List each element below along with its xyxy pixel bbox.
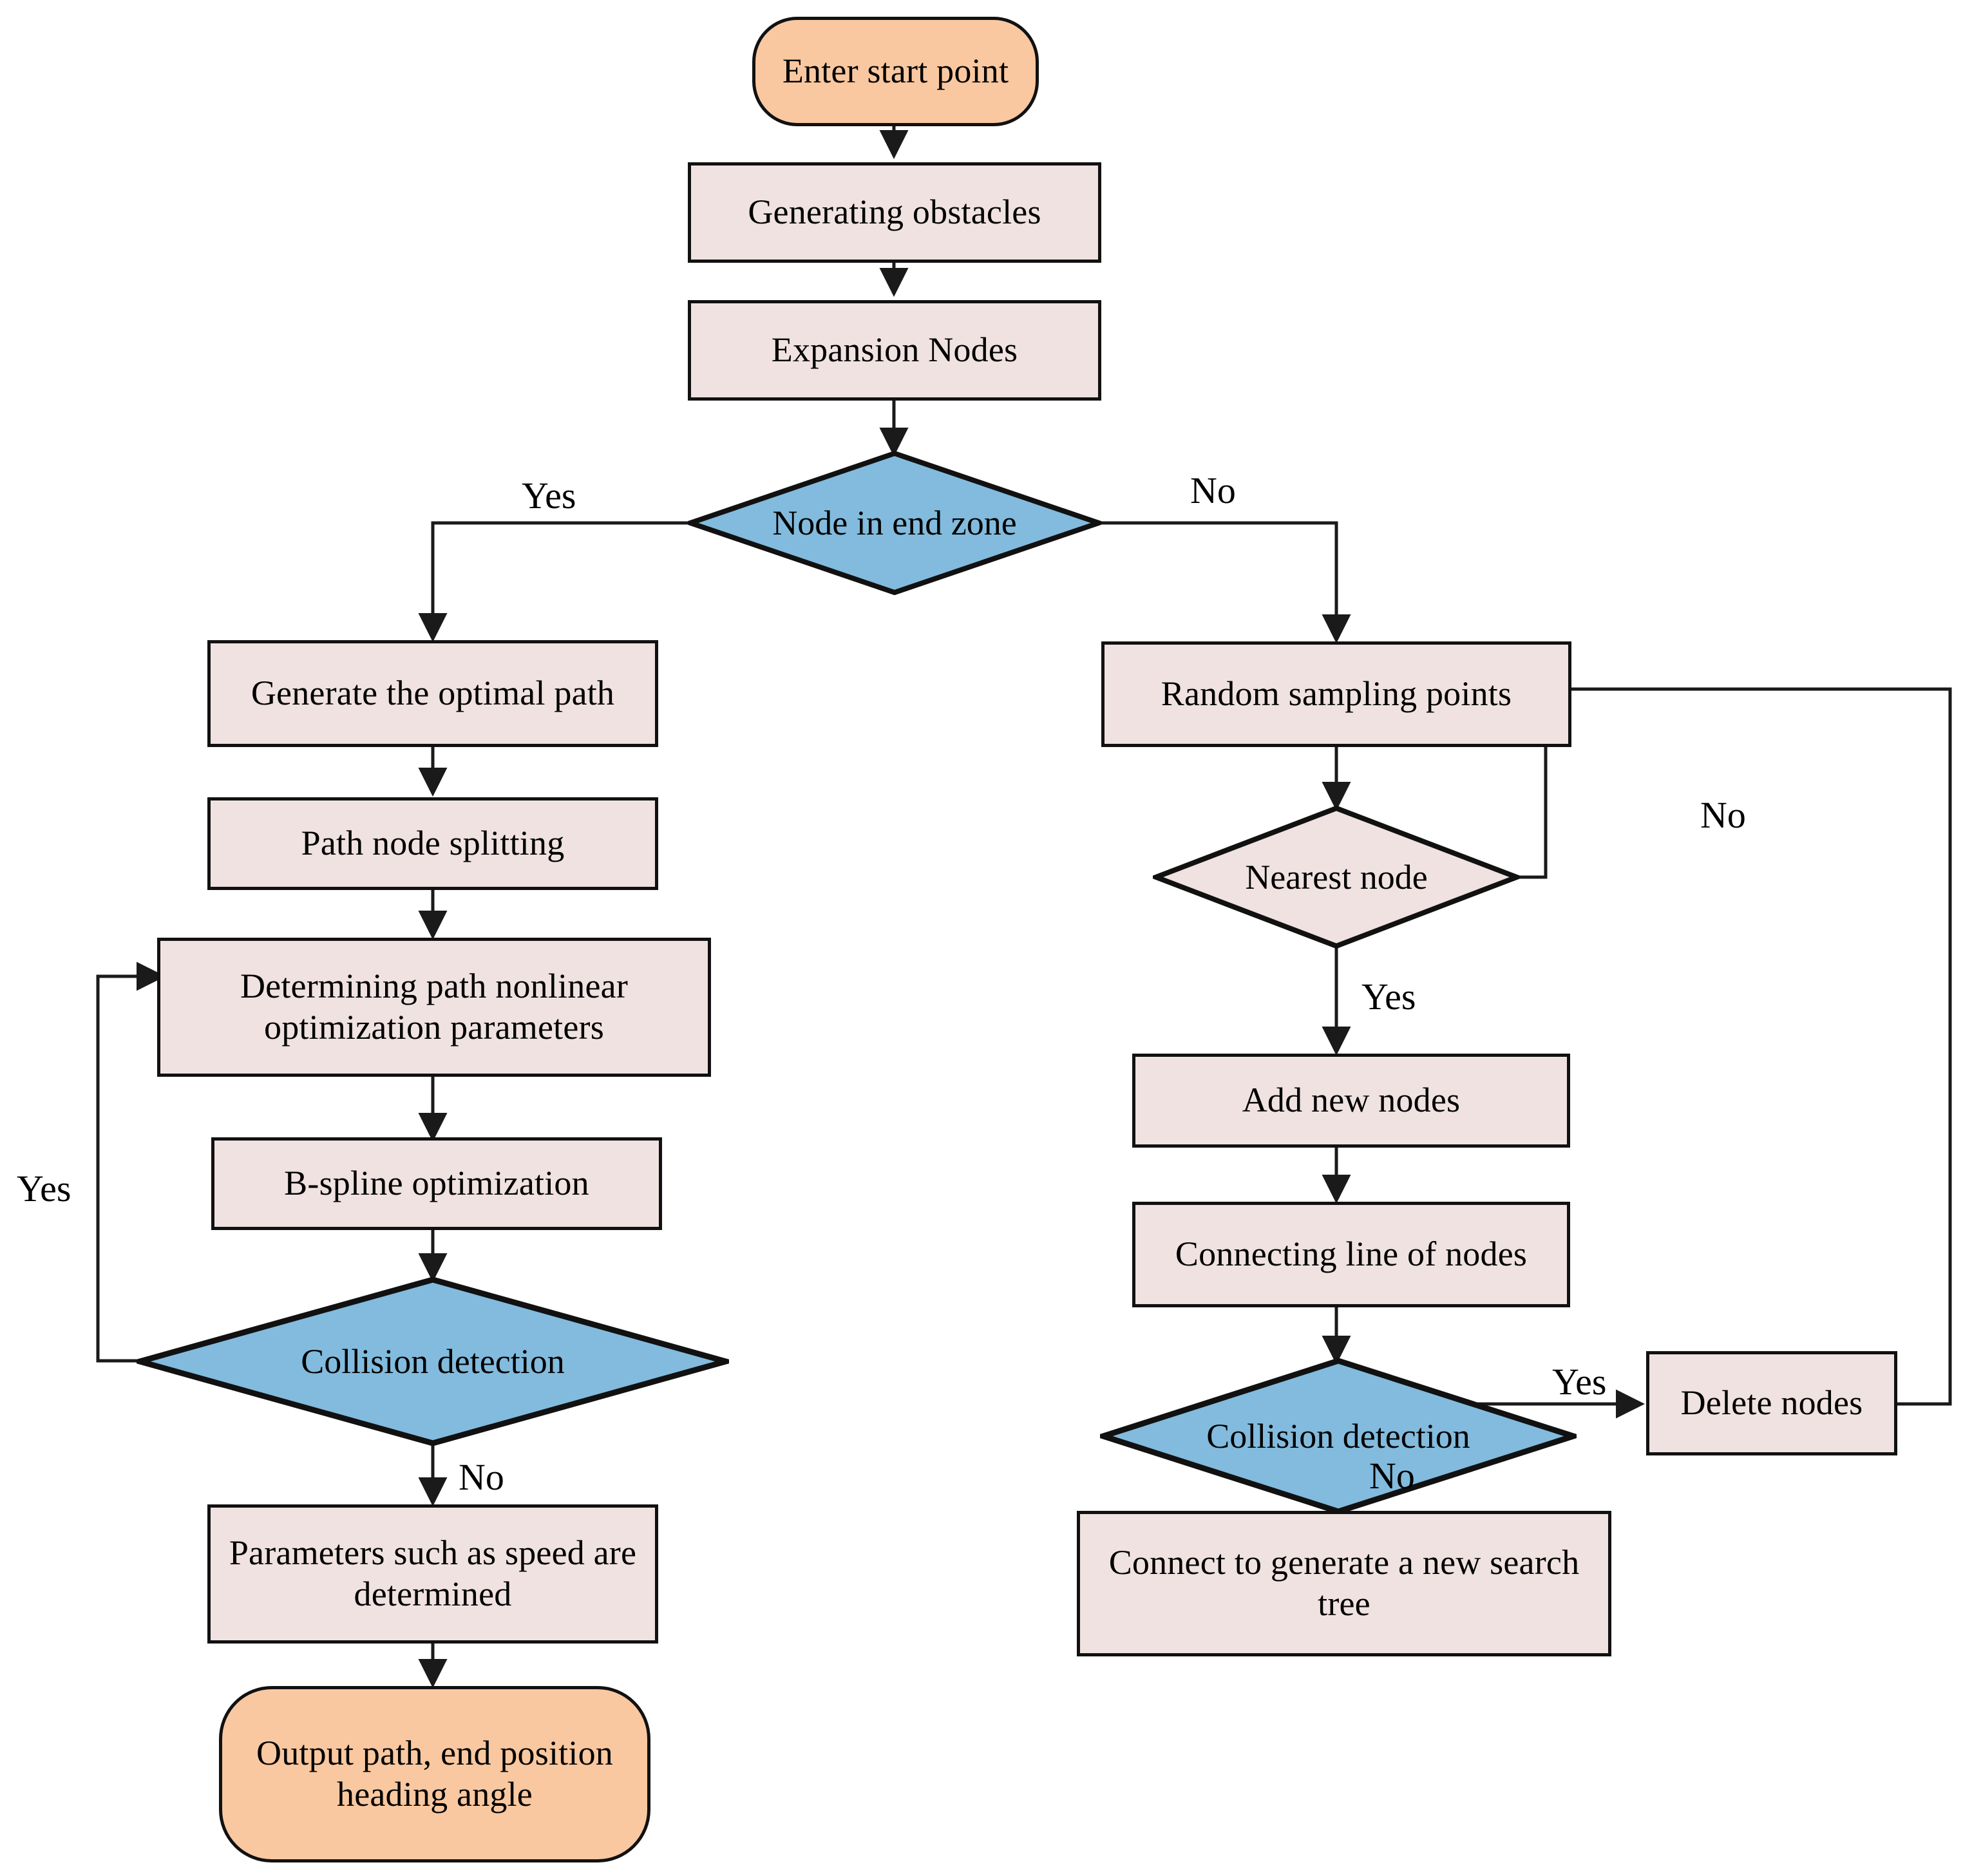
edge-label-end-zone-yes: Yes [522, 475, 576, 516]
node-label: Determining path nonlinear optimization … [240, 967, 629, 1047]
edge-label-collision-left-no: No [459, 1456, 504, 1498]
node-label: Connect to generate a new search tree [1108, 1543, 1580, 1623]
diamond-shape [1153, 805, 1520, 949]
process-determining-path-nonlinear-optimization-parameters[interactable]: Determining path nonlinear optimization … [157, 938, 711, 1077]
process-generating-obstacles[interactable]: Generating obstacles [688, 162, 1101, 263]
node-label: Generating obstacles [748, 193, 1041, 232]
process-bspline-optimization[interactable]: B-spline optimization [211, 1137, 662, 1230]
decision-node-in-end-zone[interactable]: Node in end zone [688, 451, 1101, 595]
node-label: Add new nodes [1242, 1081, 1461, 1120]
process-expansion-nodes[interactable]: Expansion Nodes [688, 300, 1101, 401]
edge-label-nearest-node-no: No [1700, 794, 1746, 836]
decision-label: Node in end zone [772, 503, 1017, 542]
decision-nearest-node[interactable]: Nearest node [1153, 805, 1520, 949]
edge-label-nearest-node-yes: Yes [1361, 976, 1416, 1018]
node-label: Generate the optimal path [251, 674, 615, 713]
decision-label: Collision detection [1206, 1416, 1470, 1455]
process-random-sampling-points[interactable]: Random sampling points [1101, 641, 1571, 747]
decision-label: Collision detection [301, 1341, 565, 1381]
node-label: Path node splitting [301, 824, 565, 863]
decision-collision-detection-right[interactable]: Collision detection [1100, 1358, 1577, 1515]
edge-label-collision-right-no: No [1369, 1455, 1415, 1497]
edge-label-end-zone-no: No [1190, 469, 1236, 511]
node-label: Output path, end position heading angle [256, 1734, 613, 1814]
node-label: Connecting line of nodes [1175, 1235, 1528, 1274]
process-generate-optimal-path[interactable]: Generate the optimal path [207, 640, 658, 747]
node-label: Expansion Nodes [771, 330, 1018, 370]
node-label: Parameters such as speed are determined [229, 1533, 637, 1613]
process-add-new-nodes[interactable]: Add new nodes [1132, 1054, 1570, 1148]
diamond-shape [137, 1276, 729, 1446]
terminator-output-path[interactable]: Output path, end position heading angle [219, 1686, 650, 1862]
process-delete-nodes[interactable]: Delete nodes [1646, 1351, 1897, 1455]
process-path-node-splitting[interactable]: Path node splitting [207, 797, 658, 890]
edge-label-collision-right-yes: Yes [1552, 1361, 1607, 1403]
process-connect-new-search-tree[interactable]: Connect to generate a new search tree [1077, 1511, 1611, 1656]
process-parameters-speed-determined[interactable]: Parameters such as speed are determined [207, 1504, 658, 1644]
diamond-shape [688, 451, 1101, 595]
terminator-enter-start-point[interactable]: Enter start point [752, 17, 1039, 126]
decision-label: Nearest node [1245, 857, 1428, 896]
node-label: Delete nodes [1680, 1383, 1863, 1423]
node-label: B-spline optimization [284, 1164, 589, 1203]
node-label: Enter start point [782, 52, 1009, 91]
edge-node-in-end-zone-yes-to-generate-optimal-path [418, 521, 688, 643]
edge-node-in-end-zone-no-to-random-sampling-points [1101, 521, 1351, 644]
edge-label-collision-left-yes: Yes [17, 1168, 71, 1209]
decision-collision-detection-left[interactable]: Collision detection [137, 1276, 729, 1446]
process-connecting-line-of-nodes[interactable]: Connecting line of nodes [1132, 1202, 1570, 1307]
node-label: Random sampling points [1161, 674, 1512, 714]
